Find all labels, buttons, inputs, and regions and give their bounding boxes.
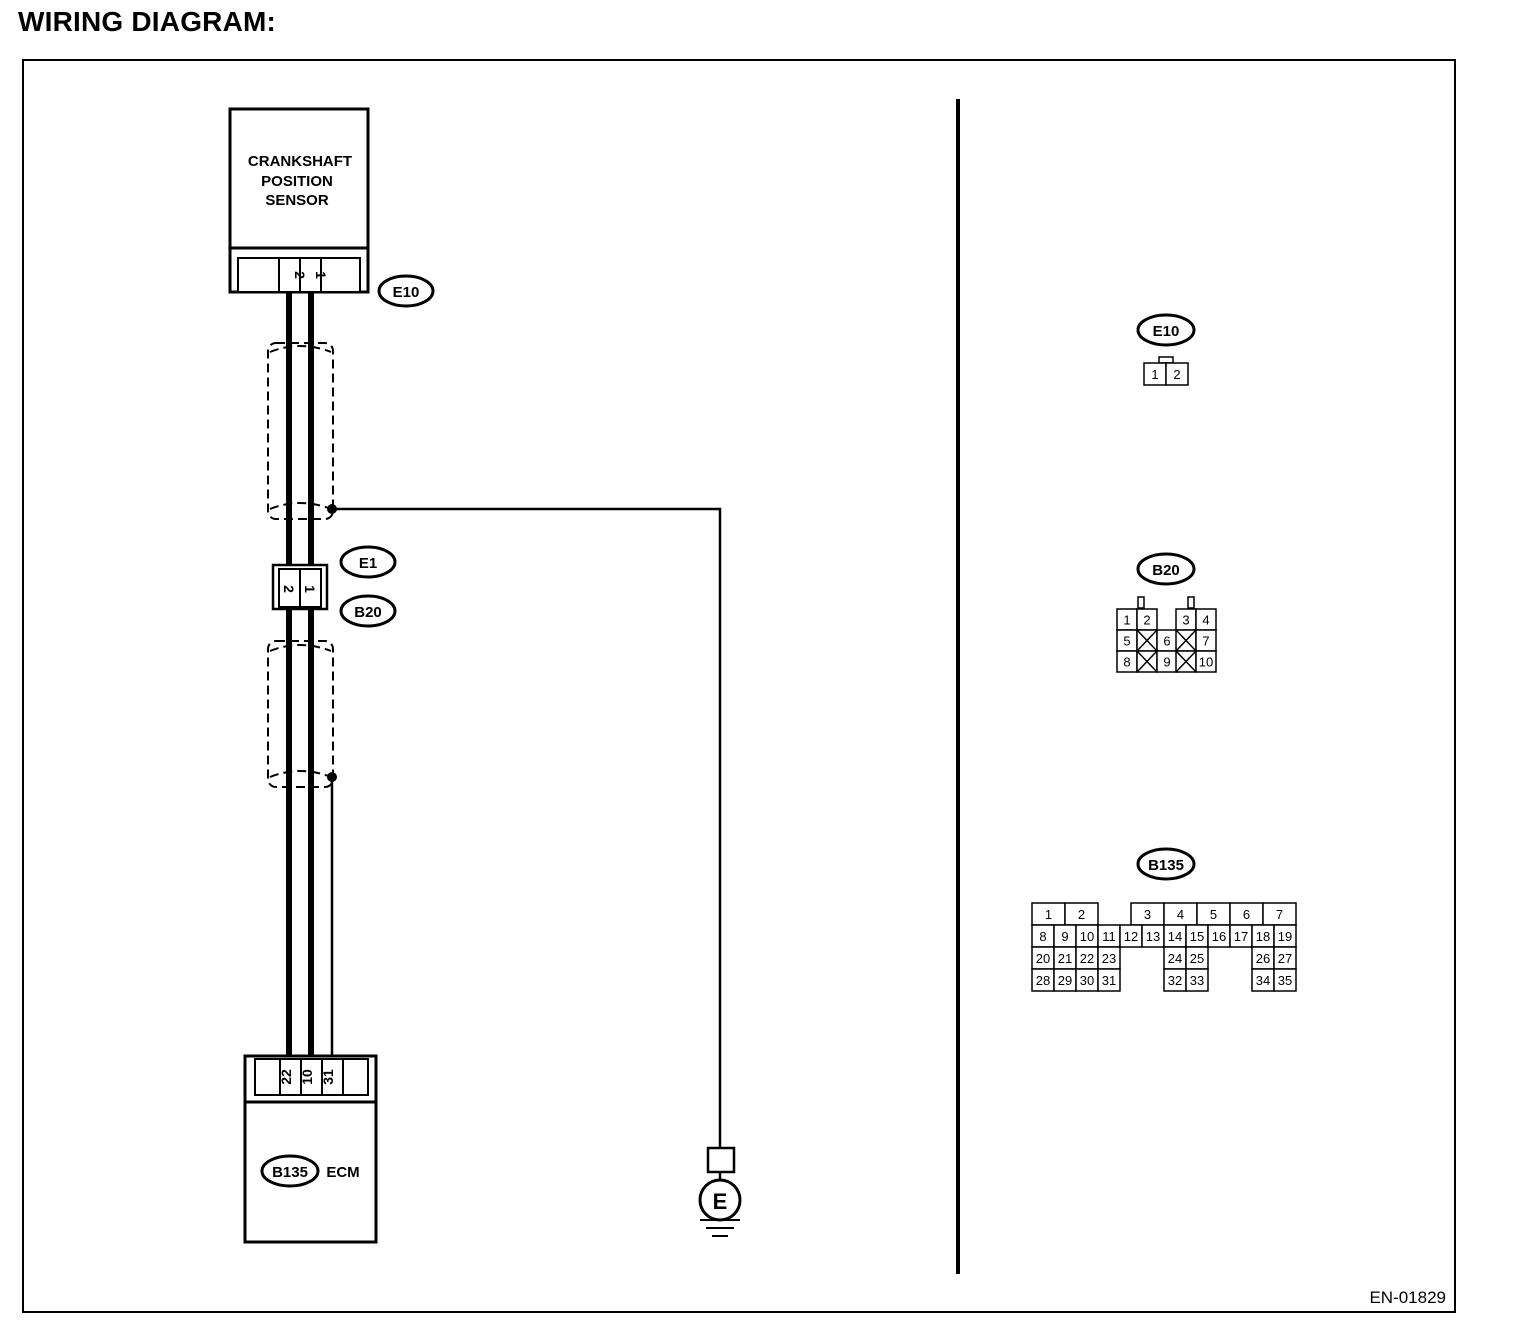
b135-view-pin: 31: [1102, 973, 1116, 988]
view-b20-label: B20: [1152, 562, 1180, 579]
connector-e1-label: E1: [359, 555, 377, 572]
ecm-pin-10: 10: [299, 1069, 315, 1085]
view-e10-tag: [1136, 313, 1196, 347]
b135-view-pin: 3: [1144, 907, 1151, 922]
b135-view-pin: 33: [1190, 973, 1204, 988]
b135-view-pin: 30: [1080, 973, 1094, 988]
b135-view-pin: 25: [1190, 951, 1204, 966]
joint-pin-2: 2: [281, 585, 297, 593]
b135-view-pin: 22: [1080, 951, 1094, 966]
b135-view-pin: 35: [1278, 973, 1292, 988]
ecm-pin-22: 22: [278, 1069, 294, 1085]
connector-e10-label: E10: [393, 284, 420, 301]
b135-view-pin: 34: [1256, 973, 1270, 988]
b135-view-pin: 19: [1278, 929, 1292, 944]
connector-b20-tag: [339, 594, 397, 628]
connector-b135-tag: [260, 1154, 320, 1188]
b135-view-pin: 1: [1045, 907, 1052, 922]
b135-view-pin: 14: [1168, 929, 1182, 944]
view-b135-tag: [1136, 847, 1196, 881]
joint-connector: [271, 563, 329, 611]
b135-view-pin: 21: [1058, 951, 1072, 966]
b135-view-pin: 29: [1058, 973, 1072, 988]
shield-upper: [267, 342, 334, 520]
b135-view-pin: 10: [1080, 929, 1094, 944]
b20-view-pin: 8: [1123, 655, 1130, 670]
b135-view-pin: 17: [1234, 929, 1248, 944]
sensor-pin-2: 2: [292, 271, 308, 279]
view-e10-label: E10: [1153, 323, 1180, 340]
b20-view-pin: 4: [1202, 613, 1209, 628]
shield-lower: [267, 640, 334, 788]
b20-view-pin: 2: [1143, 613, 1150, 628]
ground-symbol-label: E: [713, 1189, 728, 1214]
b20-view-pin: 9: [1163, 655, 1170, 670]
ecm-unit: [243, 1054, 378, 1244]
connector-b20-label: B20: [354, 604, 382, 621]
b135-view-pin: 13: [1146, 929, 1160, 944]
ecm-pin-31: 31: [320, 1069, 336, 1085]
diagram-heading: WIRING DIAGRAM:: [18, 6, 277, 37]
sensor-label-line-3: SENSOR: [265, 192, 329, 209]
b135-view-pin: 5: [1210, 907, 1217, 922]
e10-view-pin: 1: [1151, 367, 1158, 382]
b135-view-pin: 12: [1124, 929, 1138, 944]
b135-view-pin: 16: [1212, 929, 1226, 944]
b135-view-pin: 32: [1168, 973, 1182, 988]
b135-view-pin: 18: [1256, 929, 1270, 944]
joint-pin-1: 1: [302, 585, 318, 593]
b20-view-pin: 5: [1123, 634, 1130, 649]
diagram-frame: [22, 59, 1456, 1313]
view-b20-tag: [1136, 552, 1196, 586]
b135-view-pin: 2: [1078, 907, 1085, 922]
sensor-pin-1: 1: [313, 271, 329, 279]
e10-view-pin: 2: [1173, 367, 1180, 382]
b135-view-pin: 6: [1243, 907, 1250, 922]
b135-view-pin: 20: [1036, 951, 1050, 966]
b20-view-pin: 1: [1123, 613, 1130, 628]
b20-view-pin: 6: [1163, 634, 1170, 649]
reference-code: EN-01829: [1369, 1288, 1446, 1307]
connector-e1-tag: [339, 545, 397, 579]
b135-view-pin: 26: [1256, 951, 1270, 966]
ground-point: [698, 1146, 742, 1237]
b135-view-pin: 23: [1102, 951, 1116, 966]
b135-view-pin: 4: [1177, 907, 1184, 922]
connector-b135-label: B135: [272, 1164, 308, 1181]
connector-e10-tag: [377, 274, 435, 308]
b135-view-pin: 9: [1061, 929, 1068, 944]
shield-drain-to-ground: [332, 507, 722, 1148]
b20-view-pin: 3: [1182, 613, 1189, 628]
b135-view-pin: 11: [1102, 929, 1116, 944]
sensor-label-line-1: CRANKSHAFT: [248, 153, 352, 170]
b20-view-pin: 10: [1199, 655, 1213, 670]
b135-view-pin: 15: [1190, 929, 1204, 944]
view-b135-label: B135: [1148, 857, 1184, 874]
ecm-label: ECM: [326, 1164, 359, 1181]
b20-view-pin: 7: [1202, 634, 1209, 649]
b135-view-pin: 27: [1278, 951, 1292, 966]
b135-view-pin: 28: [1036, 973, 1050, 988]
sensor-label-line-2: POSITION: [261, 173, 333, 190]
b135-view-pin: 8: [1039, 929, 1046, 944]
b135-view-pin: 24: [1168, 951, 1182, 966]
b135-view-pin: 7: [1276, 907, 1283, 922]
